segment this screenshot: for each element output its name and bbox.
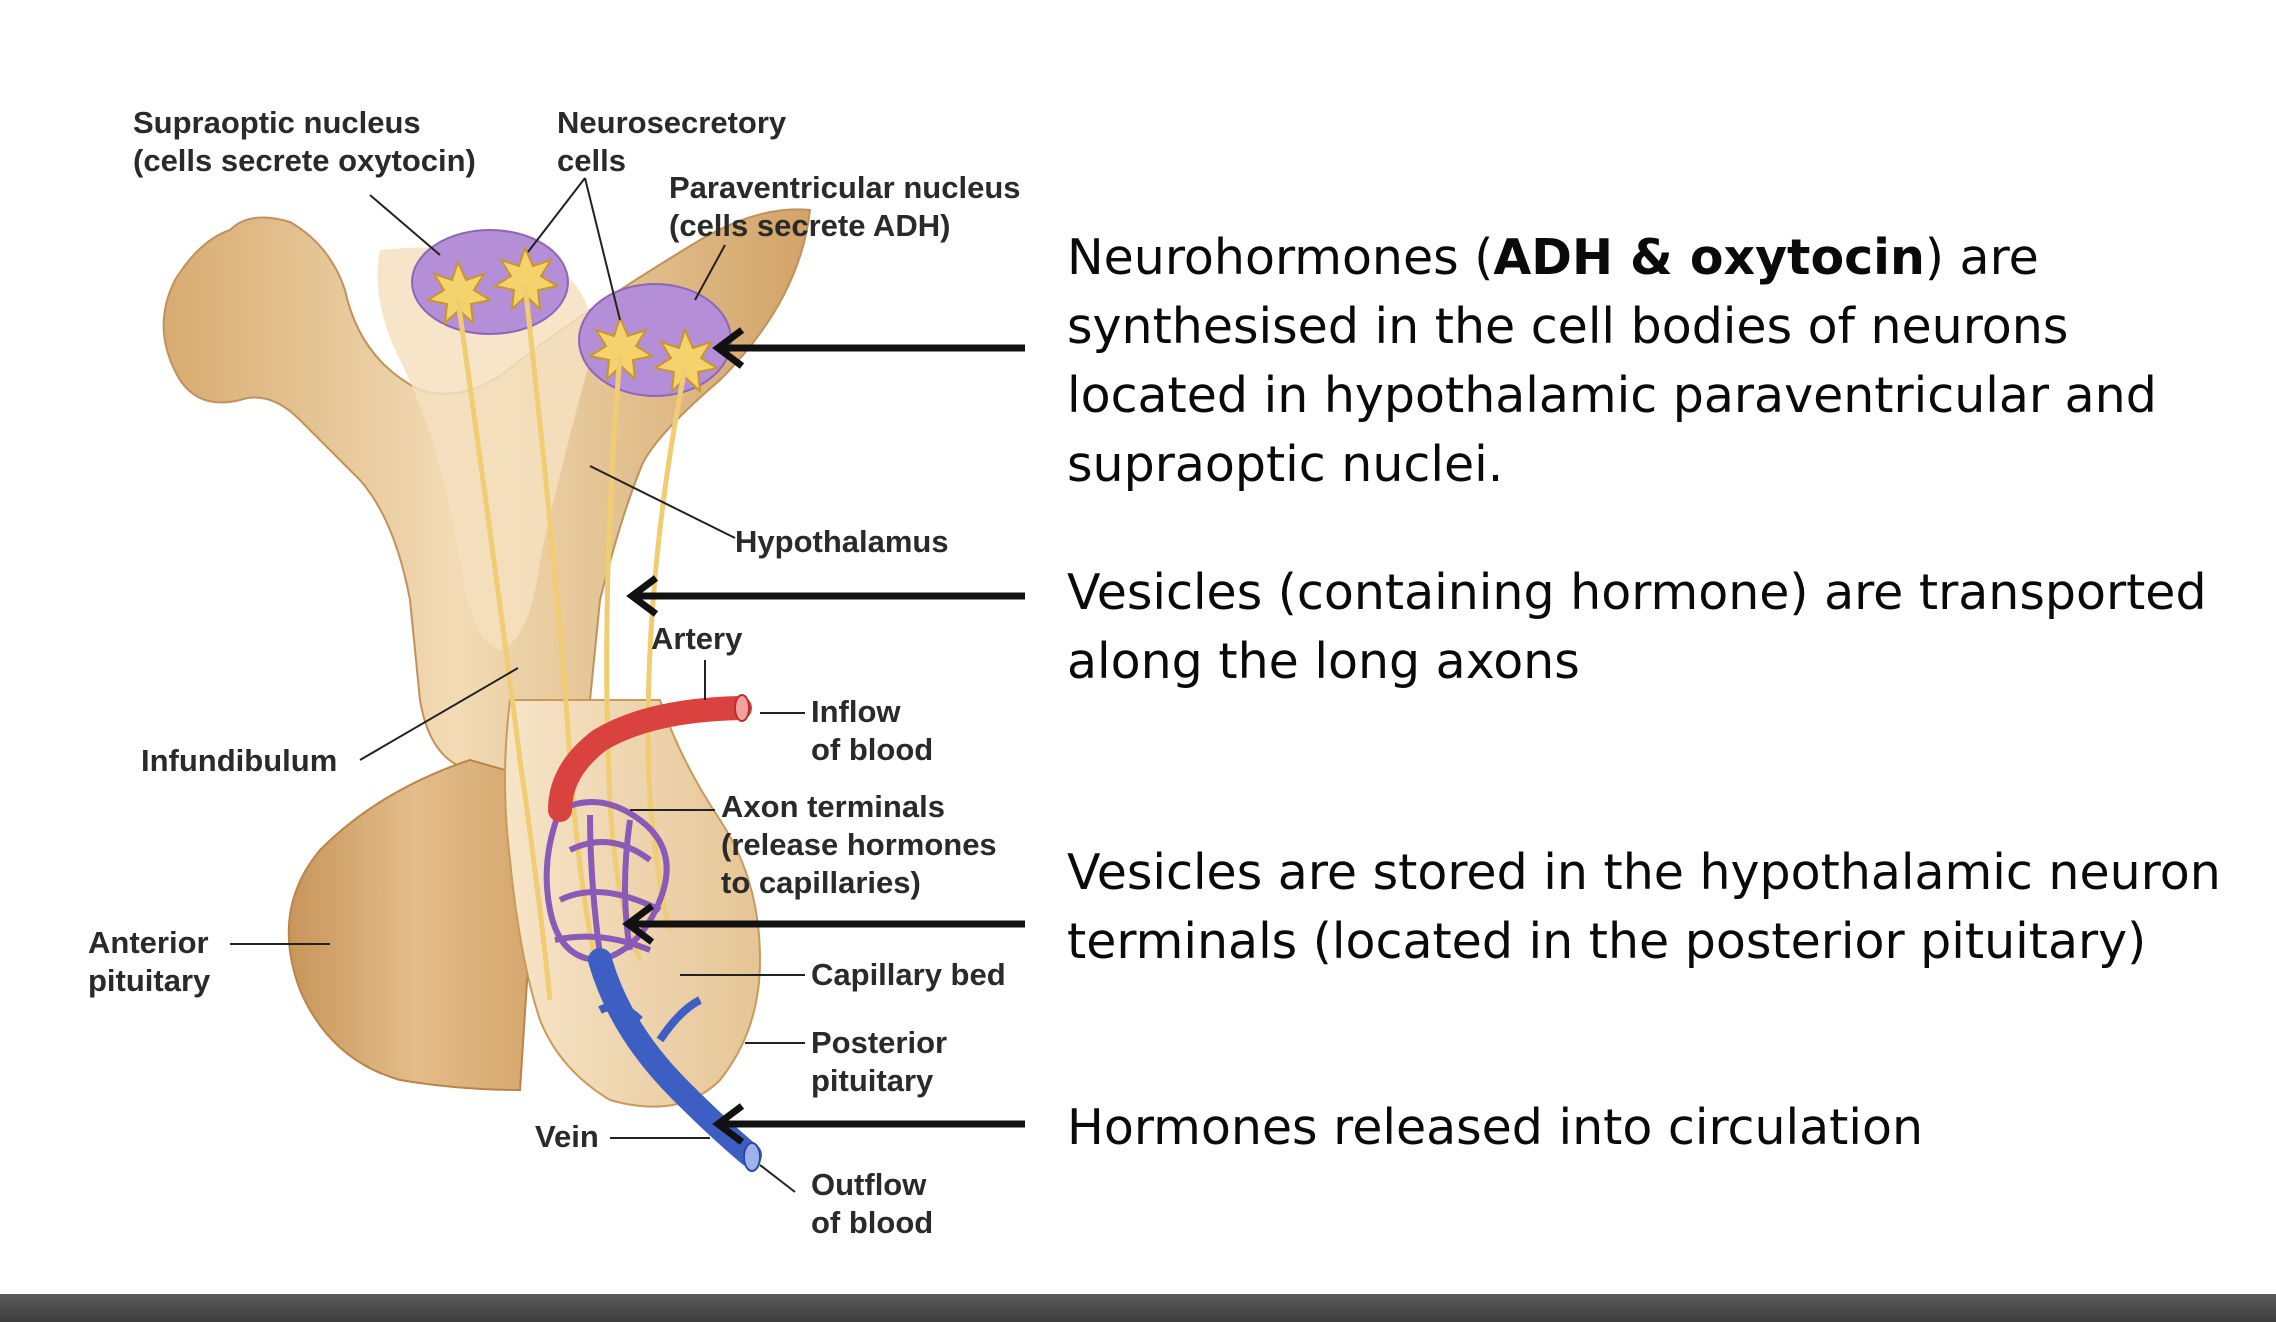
description-synthesis-post: ) are synthesised in the cell bodies of … (1067, 229, 2157, 493)
label-supraoptic-nucleus: Supraoptic nucleus (133, 105, 421, 140)
label-axon-release: (release hormones (721, 827, 997, 862)
artery-opening (734, 694, 750, 722)
capillary-network (543, 799, 670, 964)
label-supraoptic-detail: (cells secrete oxytocin) (133, 143, 476, 178)
label-outflow: Outflow (811, 1167, 927, 1202)
label-paraventricular-detail: (cells secrete ADH) (669, 208, 951, 243)
label-axon-capillaries: to capillaries) (721, 865, 921, 900)
leader-lines (230, 177, 805, 1193)
description-synthesis-pre: Neurohormones ( (1067, 229, 1494, 286)
description-synthesis: Neurohormones (ADH & oxytocin) are synth… (1067, 223, 2257, 499)
pituitary-diagram (162, 177, 1025, 1193)
label-neurosecretory: Neurosecretory (557, 105, 787, 140)
slide: Supraoptic nucleus (cells secrete oxytoc… (88, 105, 2257, 1240)
bottom-bar (0, 1294, 2276, 1322)
artery-vessel (548, 696, 752, 822)
label-neurosecretory-cells: cells (557, 143, 626, 178)
label-inflow-of-blood: of blood (811, 732, 934, 767)
vein-branches (598, 996, 702, 1043)
label-inflow: Inflow (811, 694, 901, 729)
vein-opening (743, 1142, 761, 1172)
description-release: Hormones released into circulation (1067, 1099, 1924, 1156)
label-hypothalamus: Hypothalamus (735, 524, 949, 559)
label-posterior: Posterior (811, 1025, 948, 1060)
label-outflow-of-blood: of blood (811, 1205, 934, 1240)
description-transport: Vesicles (containing hormone) are transp… (1067, 564, 2207, 690)
label-paraventricular-nucleus: Paraventricular nucleus (669, 170, 1021, 205)
neuron-cell-bodies (425, 245, 720, 394)
label-infundibulum: Infundibulum (141, 743, 338, 778)
label-capillary-bed: Capillary bed (811, 957, 1006, 992)
label-anterior: Anterior (88, 925, 209, 960)
pointer-arrows (622, 327, 1025, 1145)
label-anterior-pituitary: pituitary (88, 963, 211, 998)
label-artery: Artery (651, 621, 743, 656)
description-synthesis-bold: ADH & oxytocin (1493, 229, 1925, 286)
label-vein: Vein (535, 1119, 599, 1154)
label-posterior-pituitary: pituitary (811, 1063, 934, 1098)
label-axon-terminals: Axon terminals (721, 789, 945, 824)
anterior-pituitary-shape (287, 758, 542, 1092)
description-storage: Vesicles are stored in the hypothalamic … (1067, 844, 2221, 970)
